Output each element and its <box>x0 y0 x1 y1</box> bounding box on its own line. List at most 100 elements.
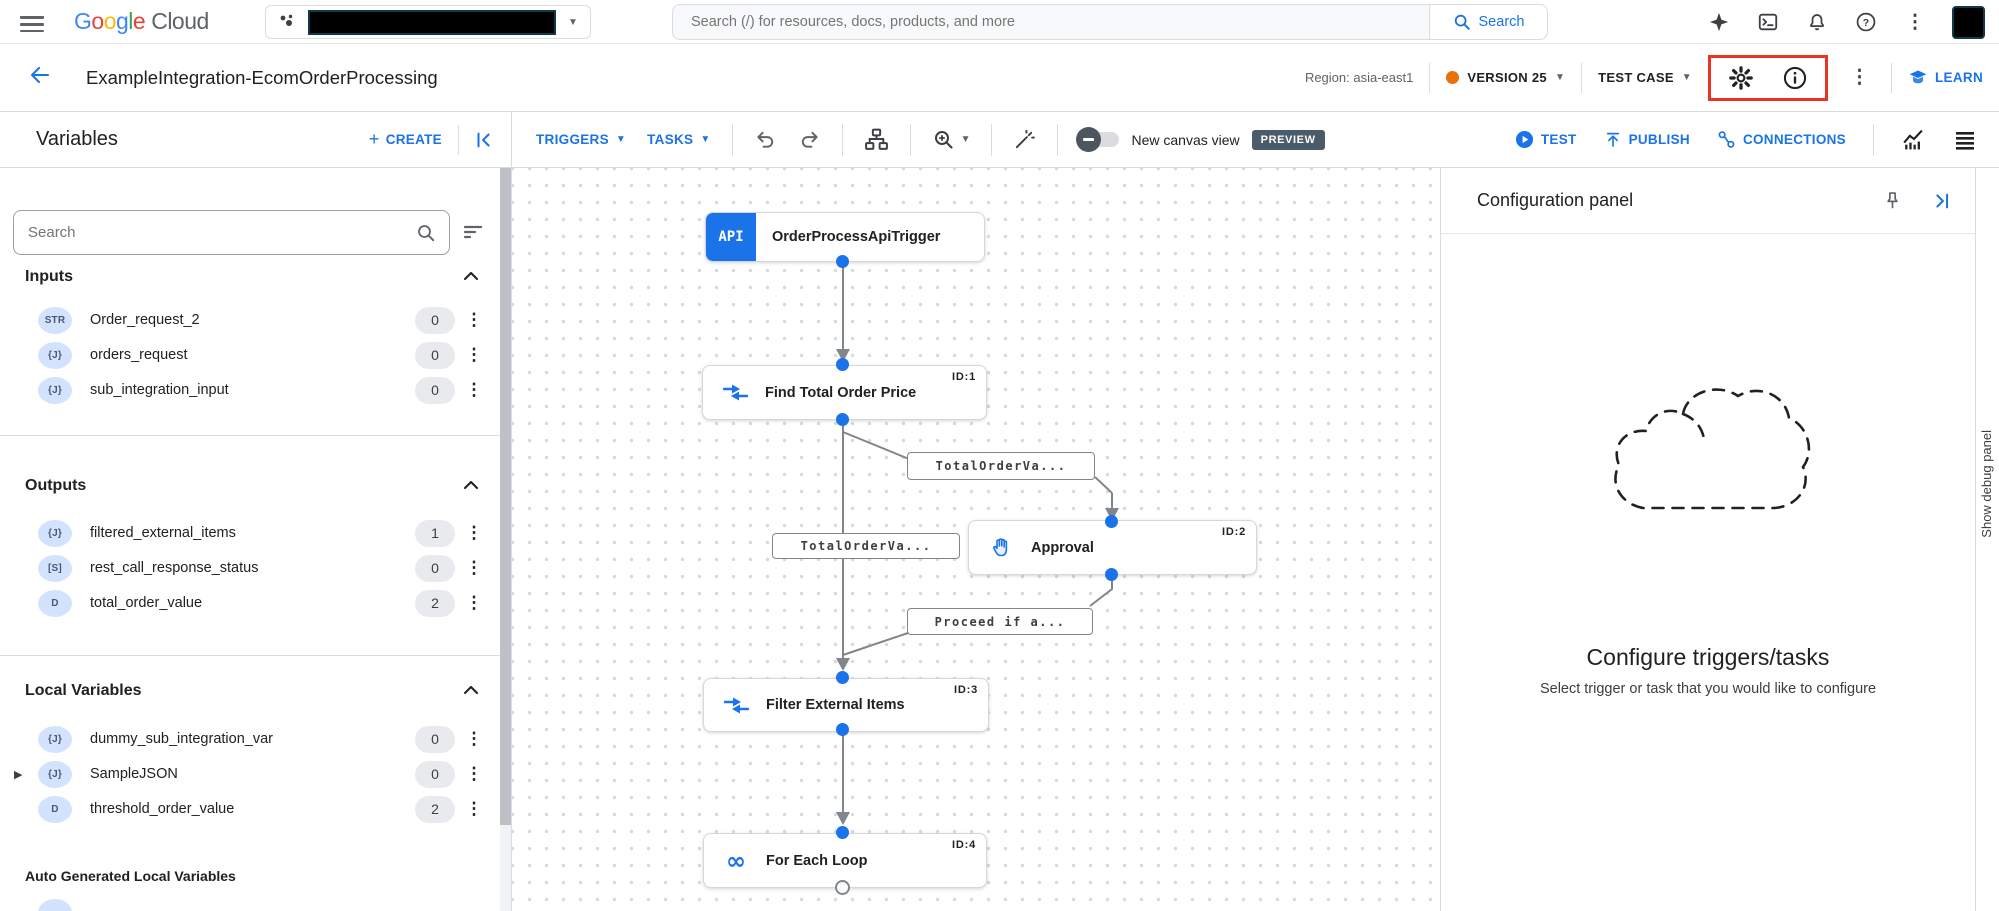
variable-row[interactable]: {J} filtered_external_items 1 ⋮ <box>0 515 501 551</box>
variable-menu-icon[interactable]: ⋮ <box>465 764 483 783</box>
variable-row[interactable]: {J} orders_request 0 ⋮ <box>0 337 501 373</box>
variable-row[interactable]: D total_order_value 2 ⋮ <box>0 585 501 621</box>
chevron-down-icon: ▼ <box>615 134 627 145</box>
connector-dot[interactable] <box>836 413 849 426</box>
cloud-shell-icon[interactable] <box>1756 10 1780 34</box>
variable-menu-icon[interactable]: ⋮ <box>465 799 483 818</box>
variables-search-box[interactable] <box>13 210 450 255</box>
node-label: Filter External Items <box>766 697 905 713</box>
node-filter-external-items[interactable]: ID:3 Filter External Items <box>703 678 989 732</box>
integration-title-bar: ExampleIntegration-EcomOrderProcessing R… <box>0 44 1999 112</box>
divider <box>841 123 843 156</box>
new-canvas-view-toggle[interactable] <box>1076 127 1120 152</box>
integration-flow-canvas[interactable]: API OrderProcessApiTrigger ID:1 Find Tot… <box>512 168 1440 911</box>
type-badge: {J} <box>38 725 72 753</box>
expand-arrow-icon[interactable]: ▶ <box>14 769 23 781</box>
gemini-sparkle-icon[interactable] <box>1707 10 1731 34</box>
connections-button[interactable]: CONNECTIONS <box>1717 130 1846 149</box>
variable-menu-icon[interactable]: ⋮ <box>465 345 483 364</box>
version-dropdown[interactable]: VERSION 25 ▼ <box>1446 70 1565 85</box>
configuration-panel: Configuration panel Configure triggers/t… <box>1440 168 1975 911</box>
edge-label-total-order-value-2[interactable]: TotalOrderVa... <box>772 533 960 559</box>
publish-button[interactable]: PUBLISH <box>1604 131 1690 149</box>
magic-wand-icon[interactable] <box>1013 128 1036 151</box>
connector-dot[interactable] <box>1105 568 1118 581</box>
variable-row[interactable]: D threshold_order_value 2 ⋮ <box>0 791 501 827</box>
global-search-button[interactable]: Search <box>1429 5 1547 39</box>
triggers-dropdown[interactable]: TRIGGERS ▼ <box>536 132 626 147</box>
variable-row[interactable]: STR Order_request_2 0 ⋮ <box>0 302 501 338</box>
connector-dot[interactable] <box>836 826 849 839</box>
analytics-chart-icon[interactable] <box>1901 127 1926 152</box>
variable-row[interactable]: [S] rest_call_response_status 0 ⋮ <box>0 550 501 586</box>
learn-button[interactable]: LEARN <box>1908 68 1983 88</box>
pin-icon[interactable] <box>1882 190 1903 211</box>
variable-menu-icon[interactable]: ⋮ <box>465 593 483 612</box>
variable-menu-icon[interactable]: ⋮ <box>465 380 483 399</box>
auto-layout-sitemap-icon[interactable] <box>864 127 889 152</box>
zoom-dropdown[interactable]: ▼ <box>932 128 970 152</box>
task-list-icon[interactable] <box>1953 128 1977 152</box>
type-badge: STR <box>38 306 72 334</box>
variable-menu-icon[interactable]: ⋮ <box>465 558 483 577</box>
connector-dot[interactable] <box>836 671 849 684</box>
variable-menu-icon[interactable]: ⋮ <box>465 523 483 542</box>
variable-row[interactable]: {J} dummy_sub_integration_var 0 ⋮ <box>0 721 501 757</box>
usage-count-badge: 0 <box>415 725 455 753</box>
redo-icon[interactable] <box>798 128 821 151</box>
create-variable-button[interactable]: + CREATE <box>369 129 442 150</box>
test-button[interactable]: TEST <box>1515 130 1577 149</box>
connector-dot[interactable] <box>1105 515 1118 528</box>
global-search-bar[interactable]: Search <box>672 4 1548 40</box>
edge-label-proceed-if[interactable]: Proceed if a... <box>907 608 1093 635</box>
collapse-config-panel-icon[interactable] <box>1931 190 1953 212</box>
edge-label-total-order-value-1[interactable]: TotalOrderVa... <box>907 452 1095 480</box>
divider <box>1873 123 1874 156</box>
help-icon[interactable]: ? <box>1854 10 1878 34</box>
main-menu-icon[interactable] <box>20 12 44 33</box>
variable-menu-icon[interactable]: ⋮ <box>465 729 483 748</box>
title-overflow-menu-icon[interactable]: ⋮ <box>1850 67 1869 88</box>
variable-row[interactable]: {J} sub_integration_input 0 ⋮ <box>0 372 501 408</box>
topbar-overflow-menu-icon[interactable]: ⋮ <box>1905 11 1925 33</box>
variable-menu-icon[interactable]: ⋮ <box>465 310 483 329</box>
notifications-bell-icon[interactable] <box>1805 10 1829 34</box>
collapse-section-icon[interactable] <box>459 678 483 707</box>
variable-name: dummy_sub_integration_var <box>90 731 273 747</box>
tasks-dropdown[interactable]: TASKS ▼ <box>647 132 710 147</box>
test-case-dropdown[interactable]: TEST CASE ▼ <box>1598 70 1692 85</box>
connector-dot-open[interactable] <box>835 880 850 895</box>
sort-filter-icon[interactable] <box>461 220 485 249</box>
settings-gear-icon[interactable] <box>1721 58 1761 98</box>
debug-panel-strip: Show debug panel <box>1975 168 1999 911</box>
node-id-label: ID:3 <box>954 684 978 696</box>
usage-count-badge: 0 <box>415 376 455 404</box>
variable-row[interactable]: ▶ {J} SampleJSON 0 ⋮ <box>0 756 501 792</box>
undo-icon[interactable] <box>754 128 777 151</box>
connector-dot[interactable] <box>836 358 849 371</box>
sidebar-scrollbar-track <box>500 168 511 911</box>
node-for-each-loop[interactable]: ID:4 ∞ For Each Loop <box>703 833 987 888</box>
sidebar-scrollbar-thumb[interactable] <box>500 168 511 825</box>
variables-search-input[interactable] <box>14 224 416 241</box>
variables-sidebar: Inputs STR Order_request_2 0 ⋮ {J} order… <box>0 168 512 911</box>
connector-dot[interactable] <box>836 255 849 268</box>
collapse-section-icon[interactable] <box>459 264 483 293</box>
back-arrow-icon[interactable] <box>28 63 52 92</box>
collapse-variables-panel-icon[interactable] <box>473 129 495 151</box>
connector-dot[interactable] <box>836 723 849 736</box>
account-avatar[interactable] <box>1952 5 1985 39</box>
divider <box>731 123 733 156</box>
api-trigger-icon: API <box>706 213 756 261</box>
node-approval[interactable]: ID:2 Approval <box>968 520 1257 575</box>
node-find-total-order-price[interactable]: ID:1 Find Total Order Price <box>702 365 987 420</box>
info-icon[interactable] <box>1775 58 1815 98</box>
project-selector[interactable]: ▼ <box>265 5 591 39</box>
collapse-section-icon[interactable] <box>459 473 483 502</box>
node-order-process-api-trigger[interactable]: API OrderProcessApiTrigger <box>705 212 985 262</box>
global-search-input[interactable] <box>673 5 1429 39</box>
toolbar-right-actions: TEST PUBLISH CONNECTIONS <box>1515 123 1999 156</box>
show-debug-panel-button[interactable]: Show debug panel <box>1979 430 1994 538</box>
